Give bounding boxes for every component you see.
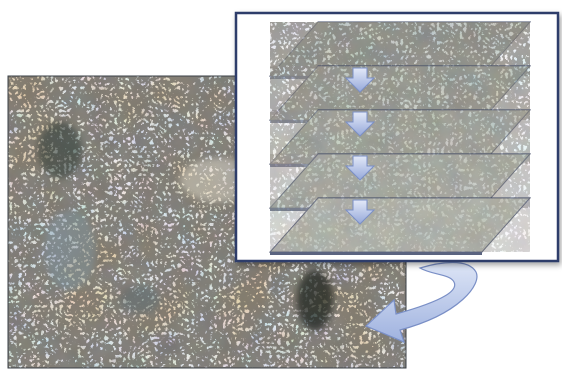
- layer-stack: [270, 22, 530, 255]
